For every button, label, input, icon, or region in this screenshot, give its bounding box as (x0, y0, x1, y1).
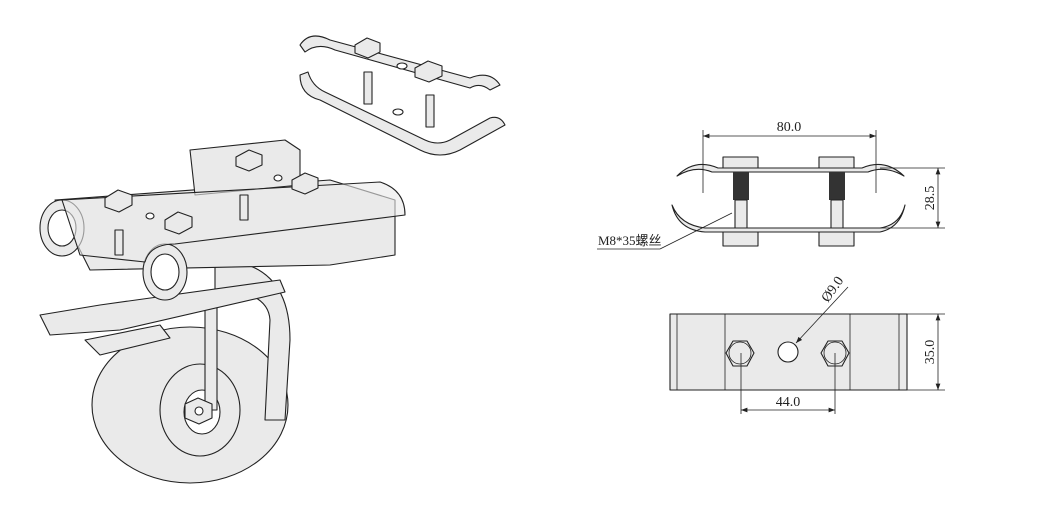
clamp-isometric (299, 35, 506, 156)
height-dimension: 28.5 (923, 186, 938, 211)
bolt-spacing-dimension: 44.0 (776, 395, 801, 410)
front-view: 80.0 28.5 M8*35螺丝 (597, 120, 945, 250)
caster-isometric (39, 139, 406, 484)
hole-diameter-dimension: Ø9.0 (819, 274, 847, 305)
bolt-callout: M8*35螺丝 (598, 233, 662, 248)
width-dimension: 80.0 (777, 120, 802, 135)
bottom-view: Ø9.0 35.0 44.0 (669, 274, 945, 414)
bottom-height-dimension: 35.0 (923, 340, 938, 365)
